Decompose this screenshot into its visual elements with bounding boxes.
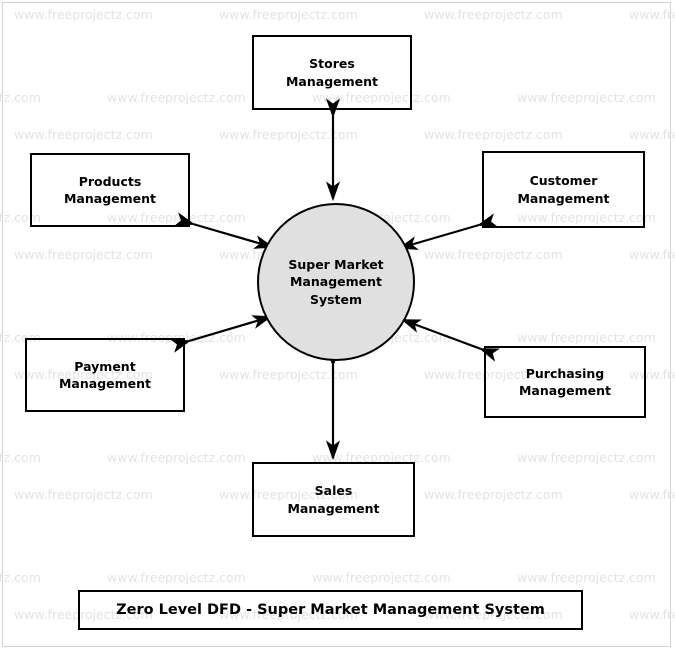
watermark-text: www.freeprojectz.com <box>629 247 675 262</box>
process-label: Super Market Management System <box>288 256 383 308</box>
entity-sales-management[interactable]: Sales Management <box>252 462 415 537</box>
entity-label-line2: Management <box>58 376 151 391</box>
watermark-text: www.freeprojectz.com <box>424 247 563 262</box>
flow-customer-process <box>397 213 498 250</box>
entity-payment-management-label: Payment Management <box>59 358 151 393</box>
watermark-text: www.freeprojectz.com <box>517 570 656 585</box>
watermark-text: www.freeprojectz.com <box>424 487 563 502</box>
diagram-caption-text: Zero Level DFD - Super Market Management… <box>116 602 545 618</box>
watermark-text: www.freeprojectz.com <box>0 450 41 465</box>
entity-label-line2: Management <box>287 500 380 516</box>
entity-label-line2: Management <box>518 383 611 398</box>
watermark-text: www.freeprojectz.com <box>219 127 358 142</box>
watermark-text: www.freeprojectz.com <box>424 7 563 22</box>
process-super-market-management-system[interactable]: Super Market Management System <box>257 203 415 361</box>
entity-purchasing-management-label: Purchasing Management <box>519 365 611 400</box>
entity-label-line2: Management <box>517 190 610 206</box>
flow-products-process <box>174 212 275 249</box>
entity-label-line1: Products <box>78 173 142 189</box>
watermark-text: www.freeprojectz.com <box>107 90 246 105</box>
watermark-text: www.freeprojectz.com <box>517 330 656 345</box>
entity-label-line2: Management <box>63 191 156 206</box>
entity-products-management[interactable]: Products Management <box>30 153 190 227</box>
watermark-text: www.freeprojectz.com <box>0 90 41 105</box>
entity-label-line1: Customer <box>529 173 598 189</box>
entity-stores-management-label: Stores Management <box>286 55 378 90</box>
watermark-text: www.freeprojectz.com <box>14 127 153 142</box>
entity-label-line1: Stores <box>309 56 355 72</box>
entity-label-line1: Payment <box>74 358 136 374</box>
watermark-text: www.freeprojectz.com <box>107 450 246 465</box>
entity-purchasing-management[interactable]: Purchasing Management <box>484 346 646 418</box>
flow-payment-process <box>170 315 273 353</box>
entity-stores-management[interactable]: Stores Management <box>252 35 412 110</box>
watermark-text: www.freeprojectz.com <box>629 127 675 142</box>
watermark-text: www.freeprojectz.com <box>629 7 675 22</box>
entity-payment-management[interactable]: Payment Management <box>25 338 185 412</box>
watermark-text: www.freeprojectz.com <box>14 7 153 22</box>
watermark-text: www.freeprojectz.com <box>219 367 358 382</box>
entity-customer-management-label: Customer Management <box>517 172 609 207</box>
watermark-text: www.freeprojectz.com <box>424 127 563 142</box>
watermark-text: www.freeprojectz.com <box>0 570 41 585</box>
diagram-caption: Zero Level DFD - Super Market Management… <box>78 590 583 630</box>
watermark-text: www.freeprojectz.com <box>517 450 656 465</box>
watermark-text: www.freeprojectz.com <box>629 487 675 502</box>
entity-label-line1: Purchasing <box>525 365 605 381</box>
entity-customer-management[interactable]: Customer Management <box>482 151 645 228</box>
process-label-line2: Management <box>289 274 382 290</box>
entity-sales-management-label: Sales Management <box>287 482 379 517</box>
process-label-line1: Super Market <box>288 257 384 273</box>
entity-label-line1: Sales <box>314 483 353 499</box>
process-label-line3: System <box>309 291 363 307</box>
entity-label-line2: Management <box>285 73 378 89</box>
watermark-text: www.freeprojectz.com <box>14 487 153 502</box>
entity-products-management-label: Products Management <box>64 173 156 208</box>
watermark-text: www.freeprojectz.com <box>107 570 246 585</box>
watermark-text: www.freeprojectz.com <box>517 90 656 105</box>
watermark-text: www.freeprojectz.com <box>629 607 675 622</box>
watermark-text: www.freeprojectz.com <box>219 7 358 22</box>
watermark-text: www.freeprojectz.com <box>312 570 451 585</box>
watermark-text: www.freeprojectz.com <box>14 247 153 262</box>
flow-purchasing-process <box>400 318 500 362</box>
